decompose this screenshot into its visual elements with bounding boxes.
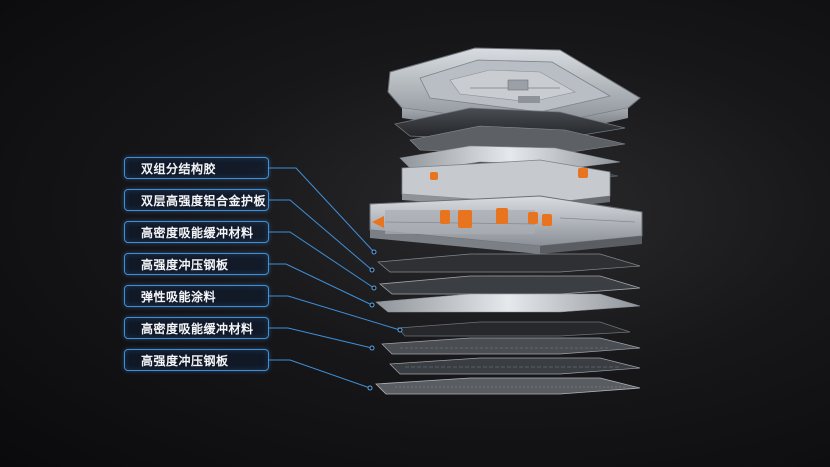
orange-connectors xyxy=(372,168,588,228)
leader-line-7 xyxy=(269,359,371,389)
label-structural-adhesive: 双组分结构胶 xyxy=(124,157,269,179)
label-text: 高强度冲压钢板 xyxy=(141,257,229,272)
leader-line-6 xyxy=(269,327,373,349)
label-aluminum-guard-plate: 双层高强度铝合金护板 xyxy=(124,189,269,211)
protective-layers xyxy=(375,253,641,395)
label-text: 双层高强度铝合金护板 xyxy=(141,193,267,208)
leader-line-4 xyxy=(269,263,373,306)
label-text: 高密度吸能缓冲材料 xyxy=(141,321,254,336)
label-text: 弹性吸能涂料 xyxy=(141,289,217,304)
label-text: 双组分结构胶 xyxy=(141,161,217,176)
leader-line-2 xyxy=(269,199,373,271)
leader-line-1 xyxy=(269,167,375,253)
label-buffer-material-lower: 高密度吸能缓冲材料 xyxy=(124,317,269,339)
label-stamped-steel-lower: 高强度冲压钢板 xyxy=(124,349,269,371)
leader-line-3 xyxy=(269,231,375,289)
label-text: 高密度吸能缓冲材料 xyxy=(141,225,254,240)
leader-lines xyxy=(269,167,401,389)
leader-line-5 xyxy=(269,295,401,331)
label-buffer-material-upper: 高密度吸能缓冲材料 xyxy=(124,221,269,243)
label-text: 高强度冲压钢板 xyxy=(141,353,229,368)
battery-tray xyxy=(369,195,643,254)
label-elastic-coating: 弹性吸能涂料 xyxy=(124,285,269,307)
label-stamped-steel-upper: 高强度冲压钢板 xyxy=(124,253,269,275)
leader-dots xyxy=(367,249,403,391)
